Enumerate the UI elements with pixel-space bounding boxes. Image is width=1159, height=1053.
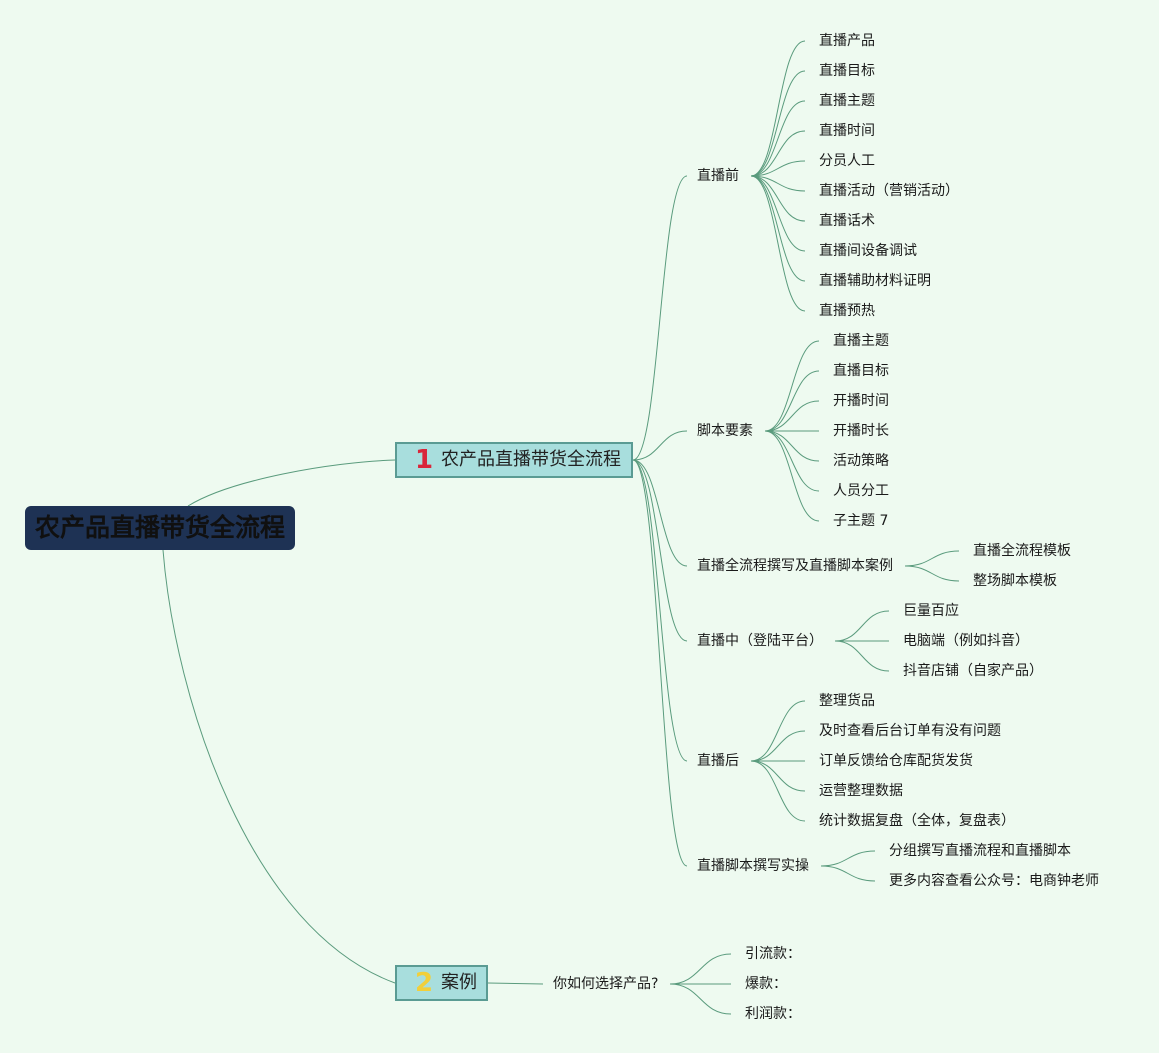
leaf-1-5-3[interactable]: 订单反馈给仓库配货发货 — [819, 753, 973, 769]
connector-line — [750, 760, 806, 822]
connector-line — [632, 459, 688, 867]
leaf-1-1-4[interactable]: 直播时间 — [819, 123, 875, 139]
connector-line — [764, 430, 820, 492]
connector-line — [487, 982, 544, 985]
connector-line — [632, 459, 688, 762]
leaf-1-1-5[interactable]: 分员人工 — [819, 153, 875, 169]
leaf-1-3-1[interactable]: 直播全流程模板 — [973, 543, 1071, 559]
connector-line — [904, 565, 960, 582]
leaf-1-1-2[interactable]: 直播目标 — [819, 63, 875, 79]
connector-line — [669, 983, 732, 1015]
connector-line — [820, 865, 876, 882]
connector-line — [820, 850, 876, 867]
leaf-1-1-9[interactable]: 直播辅助材料证明 — [819, 273, 931, 289]
connector-line — [632, 430, 688, 461]
leaf-1-6-1[interactable]: 分组撰写直播流程和直播脚本 — [889, 843, 1071, 859]
connector-line — [632, 459, 688, 642]
leaf-1-1-7[interactable]: 直播话术 — [819, 213, 875, 229]
subtopic-1-4[interactable]: 直播中（登陆平台） — [697, 633, 823, 649]
connector-line — [764, 430, 820, 462]
main-topic-2[interactable]: 2 案例 — [395, 965, 488, 1001]
main-topic-1-label: 农产品直播带货全流程 — [441, 449, 621, 470]
connector-line — [187, 459, 396, 507]
subtopic-1-5[interactable]: 直播后 — [697, 753, 739, 769]
subtopic-1-6[interactable]: 直播脚本撰写实操 — [697, 858, 809, 874]
root-topic-label: 农产品直播带货全流程 — [34, 513, 285, 542]
connector-line — [834, 610, 890, 642]
connector-line — [750, 175, 806, 312]
leaf-1-1-8[interactable]: 直播间设备调试 — [819, 243, 917, 259]
leaf-2-1-3[interactable]: 利润款： — [745, 1006, 801, 1022]
connector-line — [750, 70, 806, 177]
connector-line — [750, 730, 806, 762]
main-topic-2-label: 案例 — [441, 972, 477, 993]
connector-line — [750, 130, 806, 177]
connector-line — [764, 340, 820, 432]
connector-line — [750, 175, 806, 222]
leaf-1-4-1[interactable]: 巨量百应 — [903, 603, 959, 619]
subtopic-1-3[interactable]: 直播全流程撰写及直播脚本案例 — [697, 558, 893, 574]
subtopic-1-2[interactable]: 脚本要素 — [697, 423, 753, 439]
connector-line — [764, 400, 820, 432]
connector-line — [750, 100, 806, 177]
connector-line — [750, 175, 806, 252]
connector-line — [632, 459, 688, 567]
leaf-1-6-2[interactable]: 更多内容查看公众号：电商钟老师 — [889, 873, 1099, 889]
leaf-1-2-2[interactable]: 直播目标 — [833, 363, 889, 379]
leaf-1-1-3[interactable]: 直播主题 — [819, 93, 875, 109]
connector-line — [750, 160, 806, 177]
connector-line — [904, 550, 960, 567]
connector-line — [834, 640, 890, 672]
number-2-badge-icon: 2 — [414, 968, 434, 998]
leaf-1-5-1[interactable]: 整理货品 — [819, 693, 875, 709]
leaf-1-1-1[interactable]: 直播产品 — [819, 33, 875, 49]
leaf-1-4-2[interactable]: 电脑端（例如抖音） — [903, 633, 1029, 649]
connector-line — [764, 430, 820, 522]
connector-line — [669, 953, 732, 985]
subtopic-1-1[interactable]: 直播前 — [697, 168, 739, 184]
connector-line — [750, 175, 806, 192]
leaf-1-2-4[interactable]: 开播时长 — [833, 423, 889, 439]
leaf-1-5-5[interactable]: 统计数据复盘（全体，复盘表） — [819, 813, 1015, 829]
number-1-badge-icon: 1 — [414, 445, 434, 475]
leaf-1-5-2[interactable]: 及时查看后台订单有没有问题 — [819, 723, 1001, 739]
connector-line — [764, 370, 820, 432]
connector-line — [750, 175, 806, 282]
leaf-1-4-3[interactable]: 抖音店铺（自家产品） — [903, 663, 1043, 679]
connector-line — [162, 549, 396, 984]
connector-line — [632, 175, 688, 461]
leaf-1-2-1[interactable]: 直播主题 — [833, 333, 889, 349]
leaf-1-1-10[interactable]: 直播预热 — [819, 303, 875, 319]
leaf-1-2-6[interactable]: 人员分工 — [833, 483, 889, 499]
leaf-2-1-2[interactable]: 爆款： — [745, 976, 787, 992]
root-topic[interactable]: 农产品直播带货全流程 — [25, 506, 295, 550]
main-topic-1[interactable]: 1 农产品直播带货全流程 — [395, 442, 633, 478]
leaf-1-2-5[interactable]: 活动策略 — [833, 453, 889, 469]
leaf-2-1-1[interactable]: 引流款： — [745, 946, 801, 962]
leaf-1-3-2[interactable]: 整场脚本模板 — [973, 573, 1057, 589]
leaf-1-2-7[interactable]: 子主题 7 — [833, 513, 889, 529]
subtopic-2-1[interactable]: 你如何选择产品? — [553, 976, 659, 992]
leaf-1-1-6[interactable]: 直播活动（营销活动） — [819, 183, 959, 199]
leaf-1-5-4[interactable]: 运营整理数据 — [819, 783, 903, 799]
connector-line — [750, 700, 806, 762]
connector-line — [750, 40, 806, 177]
leaf-1-2-3[interactable]: 开播时间 — [833, 393, 889, 409]
connector-line — [750, 760, 806, 792]
